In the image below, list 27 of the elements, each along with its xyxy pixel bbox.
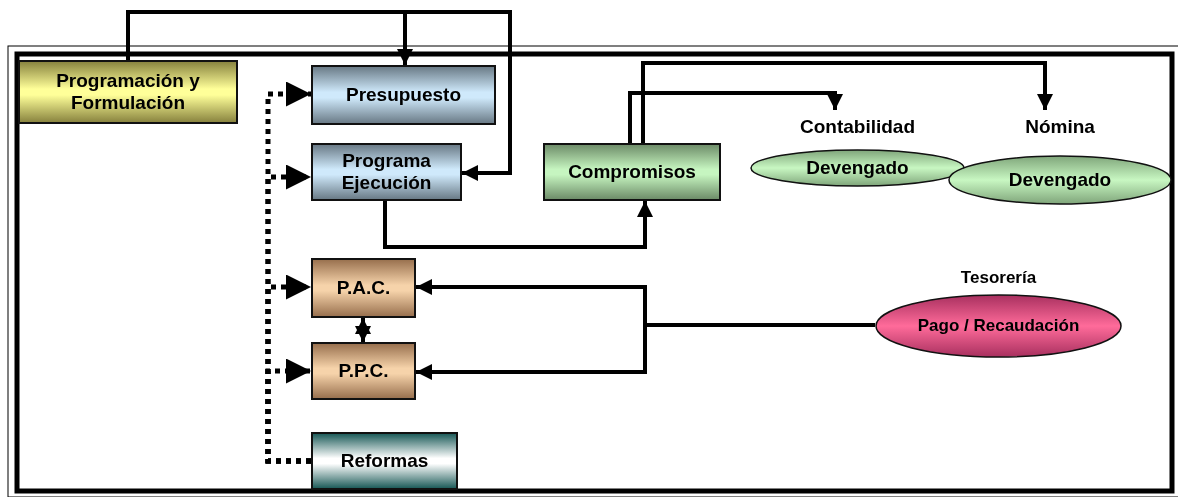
arrow [416, 323, 875, 380]
arrow [628, 91, 843, 143]
node-label: Pago / Recaudación [916, 315, 1081, 338]
process-box [311, 258, 416, 318]
node-label: Reformas [340, 450, 429, 472]
dotted-arrow [265, 358, 311, 464]
process-box [311, 143, 462, 201]
process-box [543, 143, 721, 201]
arrow [355, 318, 371, 342]
node-label: Programa Ejecución [340, 150, 433, 194]
arrow [641, 61, 1053, 143]
process-box [311, 342, 416, 400]
node-label: Compromisos [568, 161, 696, 183]
node-heading: Nómina [1025, 116, 1095, 138]
process-box [311, 432, 458, 490]
node-label: P.A.C. [336, 277, 391, 299]
node-heading: Tesorería [960, 268, 1037, 288]
arrow [126, 10, 512, 181]
node-label: Presupuesto [345, 84, 462, 106]
node-label: P.P.C. [338, 360, 389, 382]
node-label: Devengado [805, 156, 910, 181]
node-heading: Contabilidad [799, 116, 916, 138]
process-box [18, 60, 238, 124]
arrow [383, 201, 653, 249]
node-label: Devengado [1007, 168, 1113, 193]
node-label: Programación y Formulación [55, 70, 201, 114]
process-box [311, 65, 496, 125]
